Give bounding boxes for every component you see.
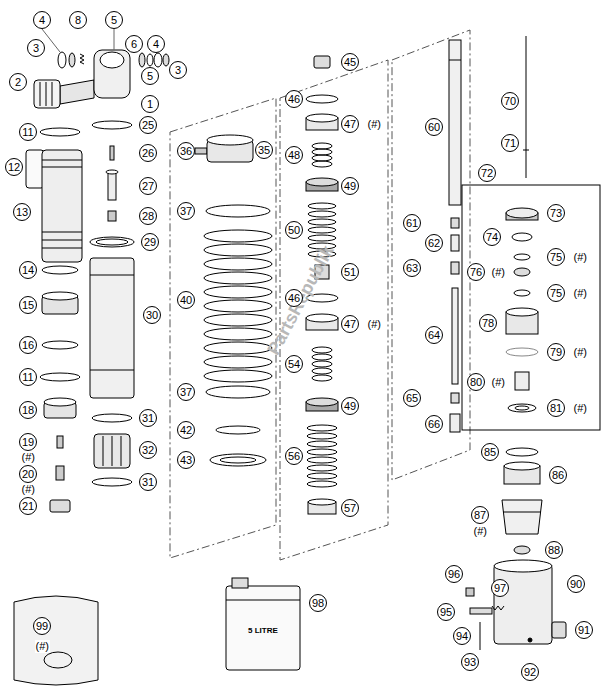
note-mark: (#) (367, 118, 382, 131)
callout-number: 15 (19, 296, 37, 314)
callout-number: 76 (467, 263, 485, 281)
note-mark: (#) (35, 640, 50, 653)
callout-number: 54 (285, 355, 303, 373)
callout-number: 80 (467, 373, 485, 391)
callout-number: 72 (478, 164, 496, 182)
callout-number: 95 (437, 603, 455, 621)
callout-number: 2 (9, 73, 27, 91)
callout-number: 1 (141, 95, 159, 113)
callout-number: 88 (545, 541, 563, 559)
callout-number: 40 (177, 291, 195, 309)
callout-number: 20 (19, 465, 37, 483)
callout-number: 49 (341, 397, 359, 415)
callout-number: 32 (139, 441, 157, 459)
callout-number: 94 (453, 627, 471, 645)
callout-number: 45 (341, 53, 359, 71)
callout-number: 4 (147, 35, 165, 53)
callout-number: 81 (547, 399, 565, 417)
callout-number: 60 (425, 118, 443, 136)
callout-number: 46 (285, 90, 303, 108)
callout-number: 30 (143, 306, 161, 324)
callout-number: 57 (341, 499, 359, 517)
callout-number: 79 (547, 343, 565, 361)
callout-number: 42 (177, 421, 195, 439)
callout-number: 27 (139, 177, 157, 195)
callout-number: 37 (177, 383, 195, 401)
callout-number: 5 (105, 11, 123, 29)
callout-number: 3 (27, 39, 45, 57)
callout-number: 49 (341, 177, 359, 195)
callout-number: 66 (425, 415, 443, 433)
callout-number: 71 (501, 134, 519, 152)
callout-number: 26 (139, 144, 157, 162)
callout-number: 28 (139, 207, 157, 225)
callout-number: 47 (341, 115, 359, 133)
callout-number: 96 (445, 565, 463, 583)
callout-number: 70 (501, 92, 519, 110)
callout-number: 47 (341, 315, 359, 333)
callout-number: 86 (549, 466, 567, 484)
callout-number: 37 (177, 202, 195, 220)
callout-number: 56 (285, 447, 303, 465)
callout-number: 50 (285, 221, 303, 239)
callout-number: 12 (5, 158, 23, 176)
note-mark: (#) (573, 346, 588, 359)
note-mark: (#) (573, 402, 588, 415)
callout-number: 8 (69, 11, 87, 29)
note-mark: (#) (21, 451, 36, 464)
callout-number: 74 (483, 228, 501, 246)
callout-number: 16 (19, 336, 37, 354)
callout-number: 19 (19, 433, 37, 451)
callout-number: 14 (19, 261, 37, 279)
callout-number: 87 (471, 506, 489, 524)
note-mark: (#) (573, 251, 588, 264)
note-mark: (#) (491, 376, 506, 389)
can-label: 5 LITRE (248, 626, 278, 635)
callout-number: 75 (547, 284, 565, 302)
callout-number: 11 (19, 368, 37, 386)
callout-number: 3 (169, 61, 187, 79)
callout-number: 85 (481, 443, 499, 461)
callout-number: 62 (425, 234, 443, 252)
callout-number: 21 (19, 497, 37, 515)
callout-number: 31 (139, 409, 157, 427)
callout-number: 63 (403, 259, 421, 277)
callout-number: 78 (479, 314, 497, 332)
callout-number: 98 (309, 594, 327, 612)
callout-number: 92 (521, 663, 539, 681)
callout-number: 35 (255, 141, 273, 159)
callout-number: 5 (141, 67, 159, 85)
callout-number: 65 (403, 389, 421, 407)
callout-number: 31 (139, 473, 157, 491)
note-mark: (#) (573, 287, 588, 300)
note-mark: (#) (491, 266, 506, 279)
callout-number: 93 (461, 653, 479, 671)
note-mark: (#) (367, 318, 382, 331)
callout-number: 91 (575, 621, 593, 639)
note-mark: (#) (473, 525, 488, 538)
callout-number: 13 (13, 203, 31, 221)
callout-number: 73 (547, 204, 565, 222)
callout-number: 36 (177, 142, 195, 160)
callout-number: 25 (139, 116, 157, 134)
callout-number: 61 (403, 214, 421, 232)
callout-number: 4 (33, 11, 51, 29)
callout-number: 6 (125, 35, 143, 53)
note-mark: (#) (21, 483, 36, 496)
callout-number: 51 (341, 263, 359, 281)
callout-number: 75 (547, 248, 565, 266)
callout-number: 64 (425, 326, 443, 344)
callout-number: 90 (567, 575, 585, 593)
callout-number: 29 (141, 233, 159, 251)
callout-number: 48 (285, 146, 303, 164)
callout-number: 18 (19, 401, 37, 419)
callout-number: 43 (177, 451, 195, 469)
callout-number: 11 (19, 123, 37, 141)
